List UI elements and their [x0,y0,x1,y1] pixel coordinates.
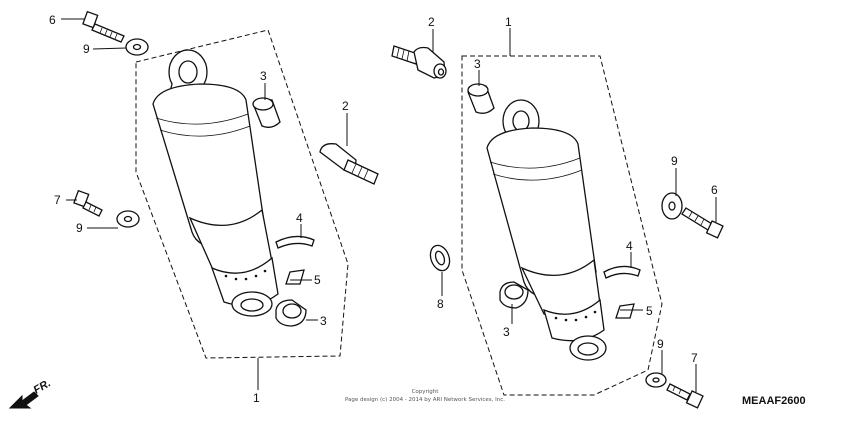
left-bolt-2[interactable] [319,143,379,185]
left-shock-absorber[interactable] [152,49,279,317]
left-bushing-3-lower[interactable] [275,299,307,327]
left-callout-1: 1 [253,391,260,405]
left-callout-5: 5 [314,273,321,287]
left-callout-9-lower: 9 [76,221,83,235]
right-bolt-6[interactable] [681,207,724,239]
right-bushing-3-lower[interactable] [499,281,529,309]
left-assembly [61,10,379,390]
left-callout-3-upper: 3 [260,69,267,83]
left-callout-2: 2 [342,99,349,113]
front-direction-indicator: FR. [8,377,53,409]
left-callout-9-upper: 9 [83,42,90,56]
right-callout-1: 1 [505,15,512,29]
left-callout-3-lower: 3 [320,314,327,328]
right-label-5[interactable] [615,303,635,319]
right-callout-7: 7 [691,351,698,365]
left-leader-lines [61,18,348,390]
right-shock-absorber[interactable] [486,99,607,361]
right-band-4[interactable] [603,265,641,279]
right-callout-8: 8 [437,297,444,311]
diagram-code: MEAAF2600 [742,395,806,407]
left-assembly-boundary [135,29,349,359]
left-washer-9-upper[interactable] [125,38,149,56]
left-callout-4: 4 [296,211,303,225]
right-bolt-2[interactable] [391,45,447,79]
left-bushing-3-upper[interactable] [252,97,281,128]
right-callout-4: 4 [626,239,633,253]
right-washer-8[interactable] [427,243,453,274]
right-callout-3-lower: 3 [503,325,510,339]
right-assembly [391,28,724,409]
right-washer-9-lower[interactable] [645,372,667,388]
right-callout-9-lower: 9 [657,337,664,351]
left-band-4[interactable] [275,235,315,249]
left-bolt-7[interactable] [73,189,103,217]
left-callout-6: 6 [49,13,56,27]
front-label: FR. [32,377,53,396]
front-arrow-icon [8,391,39,409]
copyright-title: Copyright [412,389,440,395]
right-bolt-7[interactable] [666,383,704,409]
right-callout-6: 6 [711,183,718,197]
copyright-notice: Page design (c) 2004 - 2014 by ARI Netwo… [345,397,505,403]
left-washer-9-lower[interactable] [116,210,140,228]
left-label-5[interactable] [285,269,305,285]
right-washer-9-upper[interactable] [661,192,683,220]
right-callout-3-upper: 3 [474,57,481,71]
right-leader-lines [432,28,717,392]
right-callout-9-upper: 9 [671,154,678,168]
right-callout-5: 5 [646,304,653,318]
left-callout-7: 7 [54,193,61,207]
right-bushing-3-upper[interactable] [467,83,495,114]
right-callout-2: 2 [428,15,435,29]
right-assembly-boundary [461,55,663,396]
left-bolt-6[interactable] [82,10,125,43]
